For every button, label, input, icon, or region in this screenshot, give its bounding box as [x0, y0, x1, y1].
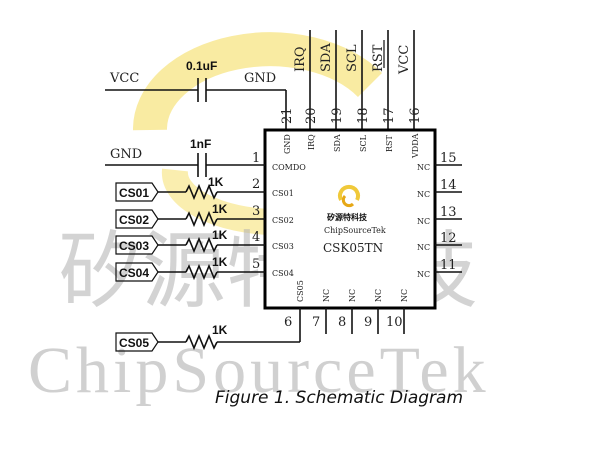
pin-3-num: 3: [252, 204, 260, 219]
pin-5-name: CS04: [272, 269, 294, 278]
pin-13-num: 13: [440, 205, 457, 220]
chip-body: [263, 128, 437, 310]
pin-19-name: SDA: [333, 134, 342, 152]
pin-15-num: 15: [440, 151, 457, 166]
r2-resistor: [185, 210, 218, 228]
pin-18-num: 18: [356, 107, 371, 124]
chip-part-number: CSK05TN: [323, 241, 383, 255]
pin-6-name: CS05: [296, 280, 305, 302]
cs02-label: CS02: [119, 213, 149, 227]
r1-resistor: [185, 183, 218, 201]
pin-8-name: NC: [348, 289, 357, 302]
cs02-row: CS02 1K: [115, 202, 265, 229]
cs01-row: CS01 1K: [115, 175, 265, 202]
c1-value: 0.1uF: [186, 59, 217, 73]
pin-12-name: NC: [417, 243, 430, 252]
chip-logo-text: 矽源特科技: [327, 212, 368, 222]
cs04-row: CS04 1K: [115, 255, 265, 282]
pin-9-name: NC: [374, 289, 383, 302]
chipsourcetek-logo-icon: [338, 184, 360, 208]
figure-caption: Figure 1. Schematic Diagram: [215, 388, 463, 408]
cs03-label: CS03: [119, 239, 149, 253]
r2-value: 1K: [212, 202, 228, 216]
cs04-label: CS04: [119, 266, 149, 280]
pin-13-name: NC: [417, 217, 430, 226]
vcc-label: VCC: [109, 71, 139, 86]
pin-4-name: CS03: [272, 242, 294, 251]
cs05-label: CS05: [119, 336, 149, 350]
pin-19-num: 19: [330, 107, 345, 124]
pin-18-name: SCL: [359, 134, 368, 152]
cs01-port: [115, 182, 159, 202]
cs05-row: CS05 1K: [115, 323, 300, 352]
pin-5-num: 5: [252, 257, 260, 272]
r1-value: 1K: [208, 175, 224, 189]
r4-value: 1K: [212, 255, 228, 269]
net-irq: IRQ: [293, 46, 308, 72]
pin-10-num: 10: [386, 315, 403, 330]
gnd-top-label: GND: [244, 71, 276, 86]
pin-2-num: 2: [252, 177, 260, 192]
net-rst: RST: [371, 44, 386, 72]
pin-14-name: NC: [417, 190, 430, 199]
net-sda: SDA: [319, 43, 334, 72]
pin-1-num: 1: [252, 151, 260, 166]
pin-9-num: 9: [364, 315, 372, 330]
pin-8-num: 8: [338, 315, 346, 330]
cs02-port: [115, 209, 159, 229]
pin-14-num: 14: [440, 178, 457, 193]
pin-20-num: 20: [304, 107, 319, 124]
r4-resistor: [185, 263, 218, 281]
pin-17-num: 17: [382, 107, 397, 124]
pin-7-name: NC: [322, 289, 331, 302]
r5-value: 1K: [212, 323, 228, 337]
chip-logo-sub: ChipSourceTek: [324, 226, 386, 235]
pin-16-name: VDDA: [411, 133, 420, 159]
pin-21-name: GND: [283, 134, 292, 154]
pin-17-name: RST: [385, 134, 394, 152]
pin-7-num: 7: [312, 315, 320, 330]
pin-21-num: 21: [280, 107, 295, 124]
pin-2-name: CS01: [272, 189, 294, 198]
net-scl: SCL: [345, 44, 360, 72]
pin-12-num: 12: [440, 231, 457, 246]
pin-4-num: 4: [252, 230, 260, 245]
cs04-port: [115, 262, 159, 282]
r5-resistor: [185, 333, 218, 351]
logo-arc-watermark: [132, 32, 383, 131]
c2-value: 1nF: [190, 137, 211, 151]
r3-value: 1K: [212, 228, 228, 242]
pin-6-num: 6: [284, 315, 292, 330]
cs03-port: [115, 235, 159, 255]
pin-20-name: IRQ: [307, 134, 316, 150]
cs03-row: CS03 1K: [115, 228, 265, 255]
pin-10-name: NC: [400, 289, 409, 302]
cs05-port: [115, 332, 159, 352]
pin-3-name: CS02: [272, 216, 294, 225]
pin-1-name: COMDO: [272, 163, 306, 172]
pin-15-name: NC: [417, 163, 430, 172]
pin-16-num: 16: [408, 107, 423, 124]
net-vcc: VCC: [397, 45, 412, 75]
cs01-label: CS01: [119, 186, 149, 200]
pin-11-num: 11: [440, 258, 457, 273]
watermark-en: ChipSourceTek: [28, 334, 490, 407]
gnd-left-label: GND: [110, 147, 142, 162]
pin-11-name: NC: [417, 270, 430, 279]
r3-resistor: [185, 236, 218, 254]
